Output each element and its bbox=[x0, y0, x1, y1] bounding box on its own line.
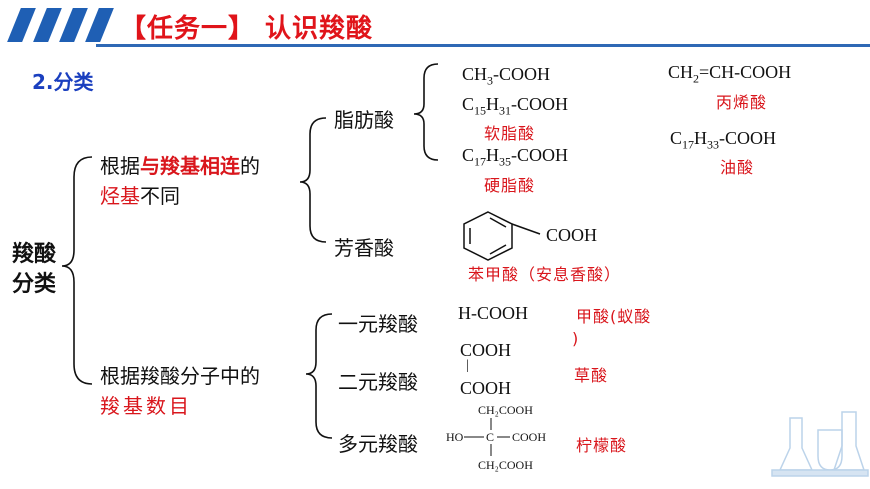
benzoic-acid-name: 苯甲酸（安息香酸） bbox=[468, 265, 622, 284]
acetic-acid-formula: CH3-COOH bbox=[462, 64, 551, 88]
oxalic-acid-bond: | bbox=[466, 358, 469, 373]
acrylic-acid-name: 丙烯酸 bbox=[716, 93, 768, 112]
citric-acid-top: CH₂COOH bbox=[478, 403, 533, 417]
citric-acid-ho: HO bbox=[446, 430, 464, 444]
root-bracket bbox=[61, 156, 93, 385]
monocarboxylic-label: 一元羧酸 bbox=[338, 312, 418, 336]
citric-acid-center-c: C bbox=[486, 430, 495, 444]
section-label: 2.分类 bbox=[32, 70, 94, 94]
oxalic-acid-bottom: COOH bbox=[460, 378, 512, 398]
formic-acid-name: 甲酸(蚁酸 bbox=[576, 307, 652, 326]
aromatic-acid-label: 芳香酸 bbox=[334, 236, 394, 260]
oleic-acid-name: 油酸 bbox=[720, 158, 755, 177]
branch-count-line1: 根据羧酸分子中的 bbox=[100, 364, 260, 388]
oxalic-acid-name: 草酸 bbox=[574, 366, 609, 385]
root-label-line2: 分类 bbox=[12, 272, 57, 297]
header-underline bbox=[96, 44, 870, 47]
branch-hydrocarbon-line2: 烃基不同 bbox=[100, 184, 180, 208]
formic-acid-formula: H-COOH bbox=[458, 303, 528, 323]
branch-count-line2: 羧基数目 bbox=[100, 394, 192, 418]
flask-decoration bbox=[771, 411, 869, 477]
stearic-acid-formula: C17H35-COOH bbox=[462, 145, 569, 169]
citric-acid-name: 柠檬酸 bbox=[576, 436, 628, 455]
fatty-acid-label: 脂肪酸 bbox=[334, 108, 394, 132]
root-label-line1: 羧酸 bbox=[12, 242, 57, 267]
palmitic-acid-name: 软脂酸 bbox=[484, 124, 536, 143]
page-title: 【任务一】 认识羧酸 bbox=[120, 14, 374, 44]
citric-acid-bottom: CH₂COOH bbox=[478, 458, 533, 472]
fatty-bracket bbox=[413, 63, 439, 161]
benzene-ring bbox=[463, 211, 541, 261]
dicarboxylic-label: 二元羧酸 bbox=[338, 370, 418, 394]
oleic-acid-formula: C17H33-COOH bbox=[670, 128, 777, 152]
formic-acid-name-tail: ) bbox=[572, 329, 580, 348]
citric-bonds bbox=[464, 418, 510, 456]
citric-acid-right: COOH bbox=[512, 430, 547, 444]
acrylic-acid-formula: CH2=CH-COOH bbox=[668, 62, 792, 86]
branch-hydrocarbon-line1: 根据与羧基相连的 bbox=[100, 154, 260, 178]
oxalic-acid-top: COOH bbox=[460, 340, 512, 360]
benzoic-cooh: COOH bbox=[546, 225, 598, 245]
polycarboxylic-label: 多元羧酸 bbox=[338, 432, 418, 456]
hydrocarbon-bracket bbox=[299, 117, 327, 243]
stearic-acid-name: 硬脂酸 bbox=[484, 176, 536, 195]
palmitic-acid-formula: C15H31-COOH bbox=[462, 94, 569, 118]
count-bracket bbox=[305, 313, 333, 439]
